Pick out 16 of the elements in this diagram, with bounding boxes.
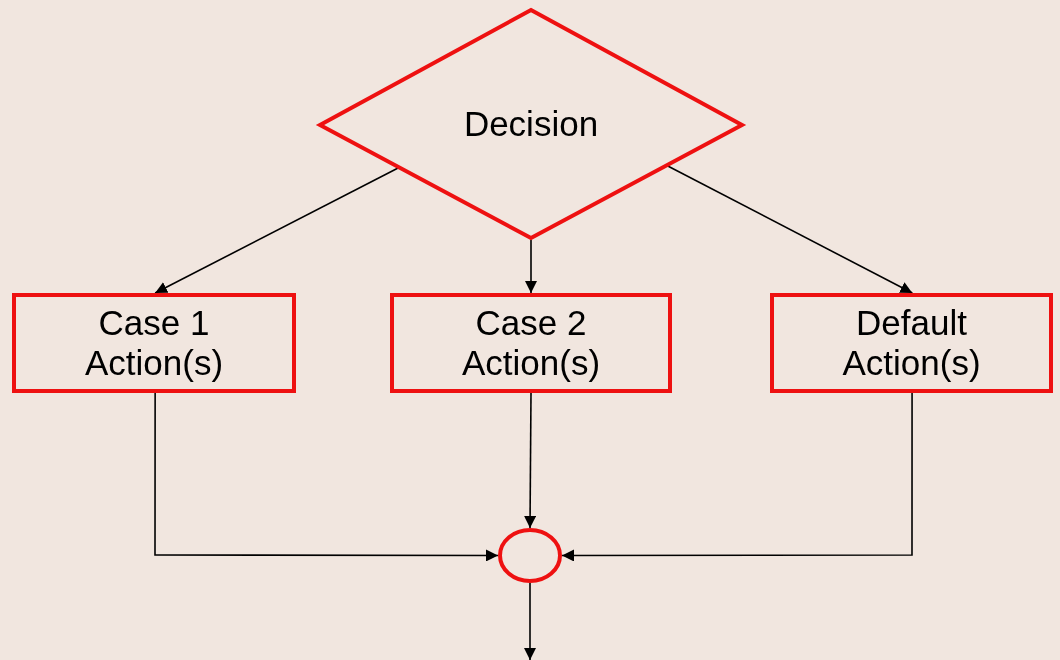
decision-diamond	[318, 8, 744, 240]
node-label: Case 1 Action(s)	[83, 302, 225, 384]
arrow	[524, 392, 537, 529]
arrow	[561, 392, 913, 562]
process-box	[390, 293, 672, 393]
connector-circle	[498, 528, 562, 583]
arrow	[154, 167, 399, 294]
node-label: Case 2 Action(s)	[460, 302, 602, 384]
arrow	[154, 392, 499, 562]
arrow	[666, 164, 914, 294]
process-box	[770, 293, 1053, 393]
node-label: Decision	[462, 103, 600, 145]
node-label: Default Action(s)	[841, 302, 982, 384]
process-box	[12, 293, 296, 393]
arrow	[525, 239, 537, 294]
arrow	[524, 582, 536, 660]
